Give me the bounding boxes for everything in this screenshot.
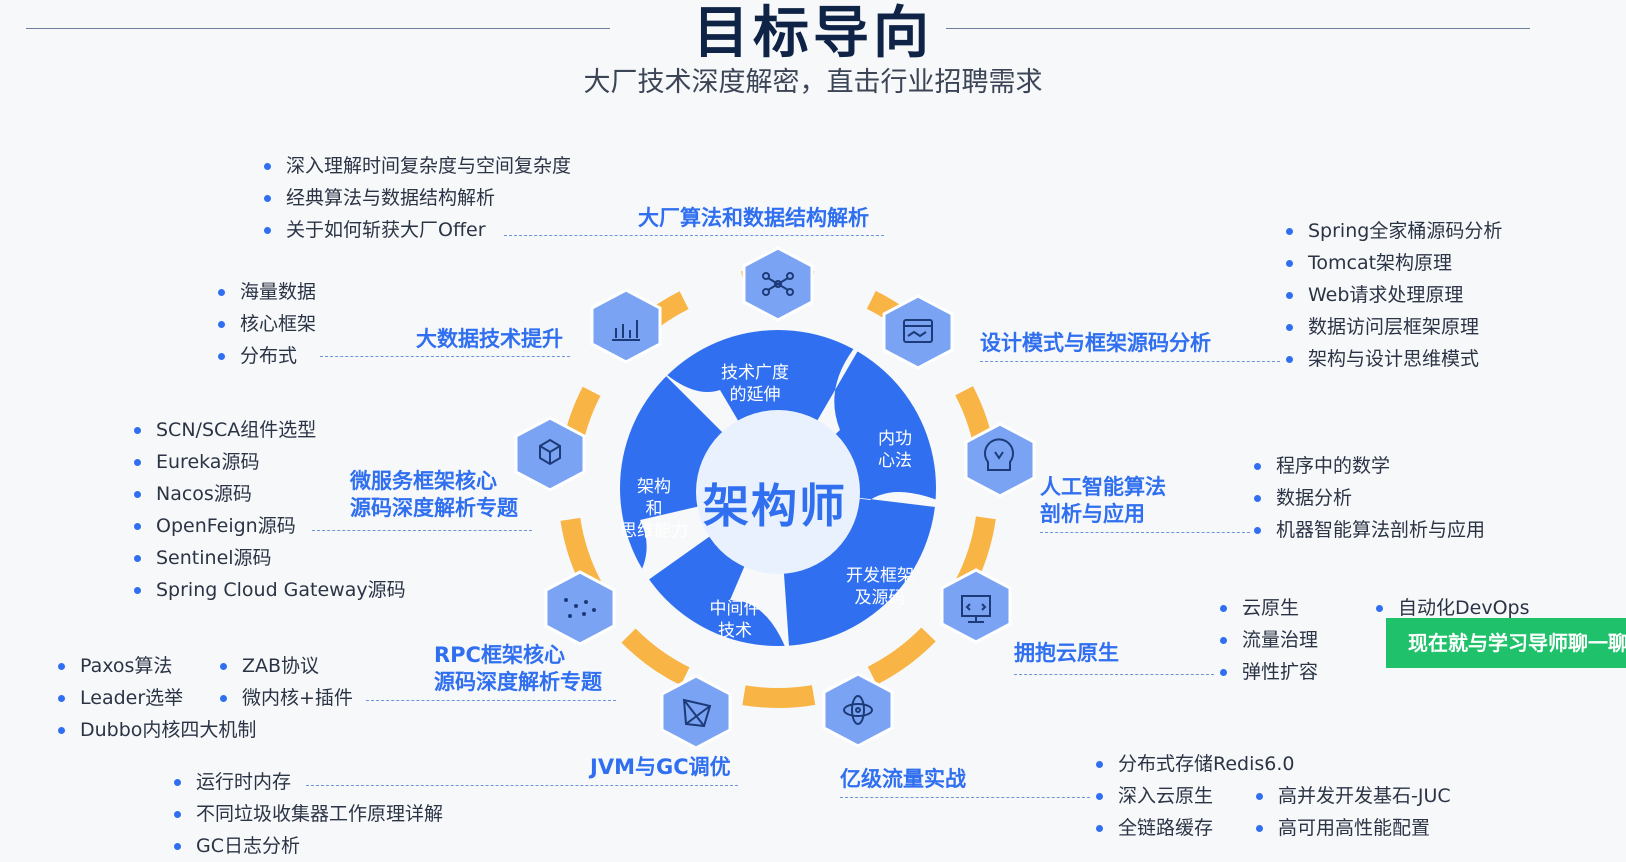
list-item: 深入理解时间复杂度与空间复杂度 <box>262 150 571 182</box>
topic-design-title: 设计模式与框架源码分析 <box>980 331 1211 355</box>
algo-bullets: 深入理解时间复杂度与空间复杂度 经典算法与数据结构解析 关于如何斩获大厂Offe… <box>262 150 571 246</box>
monitor-code-icon <box>961 595 991 623</box>
segment-internal: 内功心法 <box>878 429 912 471</box>
list-item: 架构与设计思维模式 <box>1284 343 1502 375</box>
list-item: SCN/SCA组件选型 <box>132 414 406 446</box>
list-item: 机器智能算法剖析与应用 <box>1252 514 1485 546</box>
traffic-connector <box>840 797 1090 798</box>
title-rule-right <box>946 28 1530 29</box>
ai-bullets: 程序中的数学 数据分析 机器智能算法剖析与应用 <box>1252 450 1485 546</box>
list-item: 分布式 <box>216 340 316 372</box>
list-item: ZAB协议 <box>218 650 353 682</box>
bar-chart-icon <box>612 320 640 341</box>
rpc-bullets-right: ZAB协议 微内核+插件 <box>218 650 353 714</box>
list-item: 云原生 <box>1218 592 1318 624</box>
segment-framework: 开发框架及源码 <box>846 566 914 608</box>
topic-jvm-title: JVM与GC调优 <box>590 755 731 779</box>
segment-thinking: 架构和思维能力 <box>620 477 688 541</box>
list-item: 关于如何斩获大厂Offer <box>262 214 571 246</box>
design-connector <box>980 361 1280 362</box>
graph-polyhedron-icon <box>682 698 712 728</box>
list-item: Nacos源码 <box>132 478 406 510</box>
chat-with-mentor-button[interactable]: 现在就与学习导师聊一聊 <box>1386 618 1626 668</box>
list-item: Paxos算法 <box>56 650 256 682</box>
segment-middleware: 中间件技术 <box>709 599 761 641</box>
browser-window-icon <box>903 319 933 343</box>
list-item: Sentinel源码 <box>132 542 406 574</box>
list-item: 程序中的数学 <box>1252 450 1485 482</box>
list-item: 全链路缓存 <box>1094 812 1295 844</box>
ai-connector <box>1040 532 1250 533</box>
hex-ai <box>964 422 1036 498</box>
jvm-bullets: 运行时内存 不同垃圾收集器工作原理详解 GC日志分析 <box>172 766 443 862</box>
list-item: Web请求处理原理 <box>1284 279 1502 311</box>
list-item: 弹性扩容 <box>1218 656 1318 688</box>
center-title: 架构师 <box>703 479 847 533</box>
list-item: 运行时内存 <box>172 766 443 798</box>
cloud-connector <box>1014 674 1214 675</box>
atom-icon <box>843 695 873 725</box>
cloud-bullets-right: 自动化DevOps <box>1374 592 1529 624</box>
hex-badges <box>514 246 1036 750</box>
scatter-dots-icon <box>564 598 596 618</box>
bigdata-connector <box>320 356 570 357</box>
brain-bulb-icon <box>984 438 1014 471</box>
list-item: 自动化DevOps <box>1374 592 1529 624</box>
cube-cluster-icon <box>539 438 561 466</box>
list-item: 微内核+插件 <box>218 682 353 714</box>
list-item: 高并发开发基石-JUC <box>1254 780 1451 812</box>
topic-cloud-title: 拥抱云原生 <box>1014 641 1119 665</box>
traffic-bullets-left: 分布式存储Redis6.0 深入云原生 全链路缓存 <box>1094 748 1295 844</box>
algo-connector <box>504 235 884 236</box>
list-item: Dubbo内核四大机制 <box>56 714 256 746</box>
list-item: 数据访问层框架原理 <box>1284 311 1502 343</box>
traffic-bullets-right: 高并发开发基石-JUC 高可用高性能配置 <box>1254 780 1451 844</box>
list-item: Spring全家桶源码分析 <box>1284 215 1502 247</box>
title-rule-left <box>26 28 610 29</box>
hex-jvm <box>660 674 732 750</box>
list-item: 数据分析 <box>1252 482 1485 514</box>
design-bullets: Spring全家桶源码分析 Tomcat架构原理 Web请求处理原理 数据访问层… <box>1284 215 1502 375</box>
list-item: 深入云原生 <box>1094 780 1295 812</box>
list-item: Leader选举 <box>56 682 256 714</box>
hex-traffic <box>822 672 894 748</box>
list-item: 不同垃圾收集器工作原理详解 <box>172 798 443 830</box>
micro-connector <box>312 530 532 531</box>
page-title: 目标导向 <box>693 1 933 66</box>
hex-cloud <box>940 568 1012 644</box>
hex-bigdata <box>590 288 662 364</box>
rpc-bullets-left: Paxos算法 Leader选举 Dubbo内核四大机制 <box>56 650 256 746</box>
page-subtitle: 大厂技术深度解密，直击行业招聘需求 <box>583 67 1043 98</box>
list-item: 分布式存储Redis6.0 <box>1094 748 1295 780</box>
micro-bullets: SCN/SCA组件选型 Eureka源码 Nacos源码 OpenFeign源码… <box>132 414 406 606</box>
network-nodes-icon <box>762 272 794 296</box>
topic-traffic-title: 亿级流量实战 <box>840 767 966 791</box>
topic-micro-title: 微服务框架核心源码深度解析专题 <box>350 469 518 520</box>
list-item: OpenFeign源码 <box>132 510 406 542</box>
hex-design <box>882 294 954 370</box>
bigdata-bullets: 海量数据 核心框架 分布式 <box>216 276 316 372</box>
hex-rpc <box>544 570 616 646</box>
list-item: Spring Cloud Gateway源码 <box>132 574 406 606</box>
list-item: 海量数据 <box>216 276 316 308</box>
list-item: 高可用高性能配置 <box>1254 812 1451 844</box>
list-item: GC日志分析 <box>172 830 443 862</box>
center-core <box>620 330 960 660</box>
topic-ai-title: 人工智能算法剖析与应用 <box>1040 475 1166 526</box>
list-item: 核心框架 <box>216 308 316 340</box>
list-item: 经典算法与数据结构解析 <box>262 182 571 214</box>
rpc-connector <box>366 700 616 701</box>
topic-algo-title: 大厂算法和数据结构解析 <box>638 206 869 230</box>
list-item: Tomcat架构原理 <box>1284 247 1502 279</box>
segment-breadth: 技术广度的延伸 <box>721 363 789 405</box>
topic-rpc-title: RPC框架核心源码深度解析专题 <box>434 643 602 694</box>
list-item: Eureka源码 <box>132 446 406 478</box>
cloud-bullets-left: 云原生 流量治理 弹性扩容 <box>1218 592 1318 688</box>
topic-bigdata-title: 大数据技术提升 <box>416 327 563 351</box>
list-item: 流量治理 <box>1218 624 1318 656</box>
jvm-connector <box>306 785 738 786</box>
